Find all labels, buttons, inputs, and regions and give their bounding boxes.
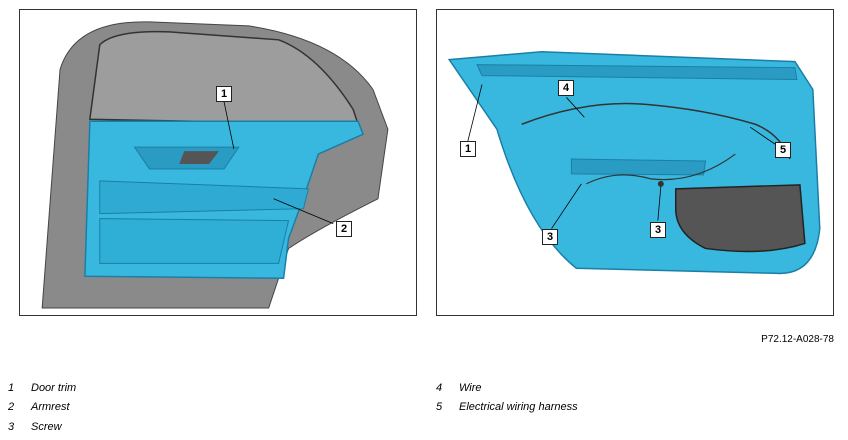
door-trim-illustration	[41, 21, 389, 309]
wire	[586, 153, 736, 185]
callout-left-1: 1	[216, 86, 232, 102]
door-handle	[179, 151, 219, 164]
legend-num: 5	[436, 401, 443, 413]
mid-rail	[570, 158, 707, 176]
legend-text: Screw	[31, 421, 62, 433]
legend-num: 4	[436, 382, 443, 394]
legend-num: 3	[8, 421, 15, 433]
legend-text: Door trim	[31, 382, 77, 394]
door-trim-view: 1 2	[19, 9, 417, 316]
callout-right-1: 1	[460, 141, 476, 157]
figure-code: P72.12-A028-78	[761, 334, 834, 345]
legend-num: 2	[8, 401, 15, 413]
window-glass	[88, 30, 360, 126]
legend-num: 1	[8, 382, 15, 394]
legend-text: Electrical wiring harness	[459, 401, 578, 413]
top-rail	[476, 64, 798, 81]
door-pocket	[99, 218, 290, 264]
door-inner-view: 1 3 3 4 5	[436, 9, 834, 316]
callout-right-5: 5	[775, 142, 791, 158]
legend-text: Armrest	[31, 401, 70, 413]
callout-right-3b: 3	[650, 222, 666, 238]
callout-right-3a: 3	[542, 229, 558, 245]
speaker-pocket	[674, 184, 806, 253]
door-inner-illustration	[447, 50, 821, 275]
legend-text: Wire	[459, 382, 482, 394]
armrest-shape	[99, 180, 310, 215]
callout-left-2: 2	[336, 221, 352, 237]
callout-right-4: 4	[558, 80, 574, 96]
